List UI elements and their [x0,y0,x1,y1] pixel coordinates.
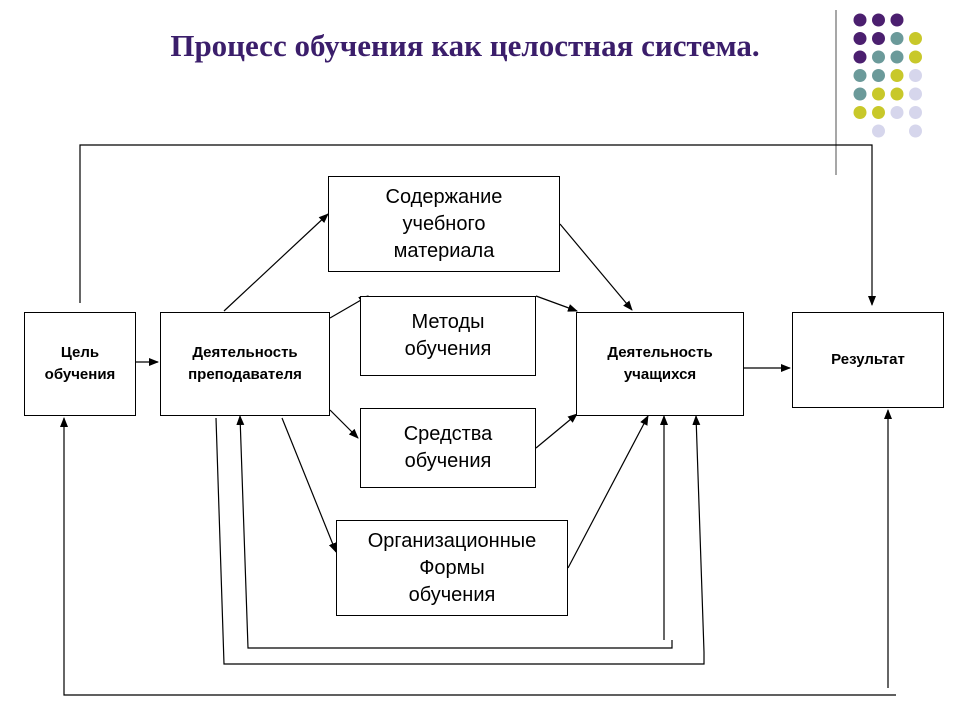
box-teaching-methods: Методы обучения [360,296,536,376]
decorative-dot [872,87,885,101]
decorative-dot [872,50,885,64]
decorative-dot [853,106,867,119]
decorative-dot [853,50,867,64]
box-teaching-means: Средства обучения [360,408,536,488]
arrow-students-to-teacher-inner-loop [236,415,673,649]
decorative-dot [853,87,867,101]
decorative-dot [872,69,885,82]
decorative-dot [909,87,922,101]
decorative-dot-grid [853,13,922,138]
arrow-teacher-to-students-outer-loop [215,415,705,665]
arrow-teacher-to-forms [281,417,337,553]
decorative-dot [890,87,904,101]
arrow-teacher-to-content [223,213,329,312]
slide-title: Процесс обучения как целостная система. [170,28,760,63]
box-learning-content: Содержание учебного материала [328,176,560,272]
decorative-dot [909,69,922,82]
box-goal: Цель обучения [24,312,136,416]
arrow-bottom-loop-to-goal [60,417,896,696]
arrow-teacher-to-means [329,409,359,439]
decorative-dot [853,69,867,82]
decorative-dot [872,13,885,27]
arrow-goal-to-result-top-loop [79,144,876,306]
decorative-dot [872,124,885,138]
decorative-dot [872,32,885,45]
box-organizational-forms: Организационные Формы обучения [336,520,568,616]
decorative-dot [909,106,922,119]
decorative-dot [890,32,904,45]
decorative-dot [890,50,904,64]
decorative-dot [890,106,904,119]
arrow-means-to-students [535,413,578,449]
box-teacher-activity: Деятельность преподавателя [160,312,330,416]
decorative-dot [853,32,867,45]
decorative-dot [890,13,904,27]
box-student-activity: Деятельность учащихся [576,312,744,416]
arrow-content-to-students [559,223,633,311]
decorative-dot [890,69,904,82]
decorative-dot [909,124,922,138]
box-result: Результат [792,312,944,408]
decorative-dot [909,32,922,45]
decorative-dot [909,50,922,64]
arrow-methods-to-students [535,295,578,312]
arrow-forms-to-students [567,415,649,569]
decorative-dot [853,13,867,27]
decorative-dot [872,106,885,119]
